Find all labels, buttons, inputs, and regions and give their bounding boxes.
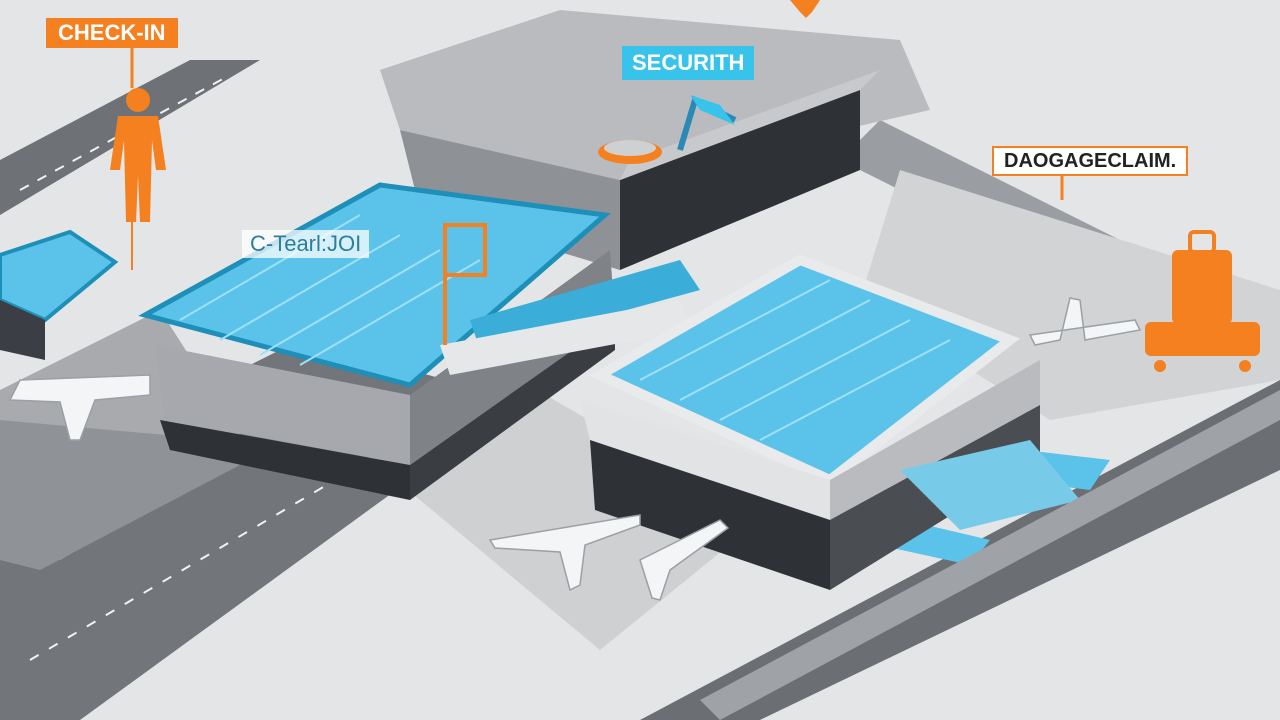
luggage-icon bbox=[1145, 230, 1260, 372]
left-pier bbox=[0, 229, 119, 360]
checkin-label: CHECK-IN bbox=[46, 18, 178, 48]
security-label: SECURITH bbox=[622, 46, 755, 80]
airplane-icon bbox=[8, 297, 1142, 601]
scanner-icon bbox=[598, 95, 737, 164]
person-icon bbox=[110, 88, 166, 270]
baggage-claim-label: DAOGAGECLAIM. bbox=[992, 146, 1189, 176]
right-canopy bbox=[700, 390, 1280, 720]
right-terminal bbox=[580, 254, 1080, 590]
plane-marker-icon bbox=[790, 0, 820, 18]
roof-label: C-Tearl:ЈОІ bbox=[242, 230, 370, 258]
